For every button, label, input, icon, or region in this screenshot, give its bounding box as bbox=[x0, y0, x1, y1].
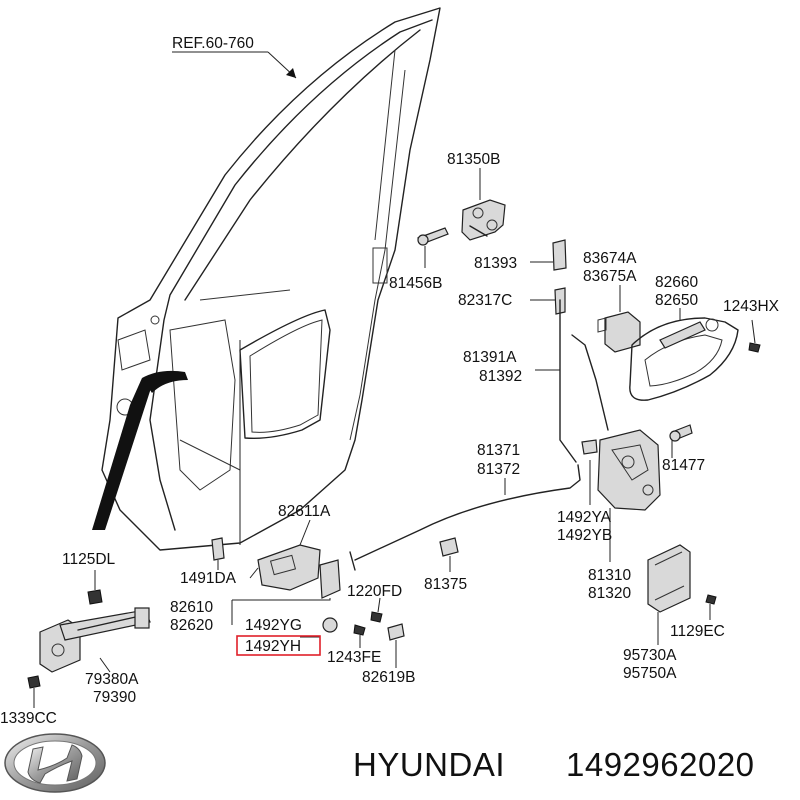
label-82620: 82620 bbox=[170, 617, 213, 634]
bracket-83674A-drawing bbox=[597, 285, 641, 353]
door-checker-drawing bbox=[27, 570, 151, 708]
label-82610: 82610 bbox=[170, 599, 213, 616]
label-81375: 81375 bbox=[424, 576, 467, 593]
label-1220FD: 1220FD bbox=[347, 583, 402, 600]
label-81350B: 81350B bbox=[447, 151, 500, 168]
label-79390: 79390 bbox=[93, 689, 136, 706]
highlight-box bbox=[236, 635, 321, 656]
outside-handle-drawing bbox=[629, 308, 739, 401]
label-82650: 82650 bbox=[655, 292, 698, 309]
clip-81393-drawing bbox=[530, 239, 567, 271]
label-1339CC: 1339CC bbox=[0, 710, 57, 727]
inside-handle-cable-drawing bbox=[349, 464, 581, 571]
label-1492YA: 1492YA bbox=[557, 509, 612, 526]
label-81310: 81310 bbox=[588, 567, 631, 584]
clip-1491DA-drawing bbox=[211, 537, 259, 579]
label-81391A: 81391A bbox=[463, 349, 517, 366]
label-1243FE: 1243FE bbox=[327, 649, 381, 666]
label-83675A: 83675A bbox=[583, 268, 637, 285]
label-81372: 81372 bbox=[477, 461, 520, 478]
label-82619B: 82619B bbox=[362, 669, 415, 686]
label-83674A: 83674A bbox=[583, 250, 637, 267]
connector-81375-drawing bbox=[439, 537, 459, 572]
label-1492YH: 1492YH bbox=[245, 638, 301, 655]
label-81320: 81320 bbox=[588, 585, 631, 602]
label-95750A: 95750A bbox=[623, 665, 677, 682]
bolt-81477-drawing bbox=[669, 424, 693, 458]
label-82317C: 82317C bbox=[458, 292, 512, 309]
lock-rods-drawing bbox=[535, 299, 609, 463]
label-1492YG: 1492YG bbox=[245, 617, 302, 634]
label-81477: 81477 bbox=[662, 457, 705, 474]
label-1129EC: 1129EC bbox=[670, 623, 725, 640]
inside-handle-drawing bbox=[257, 519, 341, 599]
door-latch-drawing bbox=[581, 429, 661, 562]
cap-82619B-drawing bbox=[387, 623, 405, 668]
screw-1220FD-drawing bbox=[370, 597, 383, 623]
label-1243HX: 1243HX bbox=[723, 298, 780, 315]
striker-drawing bbox=[417, 168, 506, 268]
footer-brand: HYUNDAI bbox=[353, 746, 505, 783]
label-95730A: 95730A bbox=[623, 647, 677, 664]
footer-part-number: 1492962020 bbox=[566, 746, 755, 783]
hyundai-logo bbox=[4, 733, 106, 793]
label-1125DL: 1125DL bbox=[62, 551, 116, 568]
label-82611A: 82611A bbox=[278, 503, 331, 520]
label-82660: 82660 bbox=[655, 274, 698, 291]
label-81371: 81371 bbox=[477, 442, 520, 459]
control-module-drawing bbox=[647, 544, 717, 645]
clips-1492YG-drawing bbox=[300, 617, 338, 638]
ref-label: REF.60-760 bbox=[172, 35, 254, 52]
label-79380A: 79380A bbox=[85, 671, 139, 688]
label-81456B: 81456B bbox=[389, 275, 442, 292]
label-1492YB: 1492YB bbox=[557, 527, 612, 544]
leader-82610 bbox=[231, 598, 331, 625]
screw-1243FE-drawing bbox=[353, 624, 366, 648]
screw-1243HX-drawing bbox=[748, 319, 761, 353]
label-81393: 81393 bbox=[474, 255, 517, 272]
label-1491DA: 1491DA bbox=[180, 570, 237, 587]
label-81392: 81392 bbox=[479, 368, 522, 385]
door-panel-drawing bbox=[92, 7, 441, 551]
